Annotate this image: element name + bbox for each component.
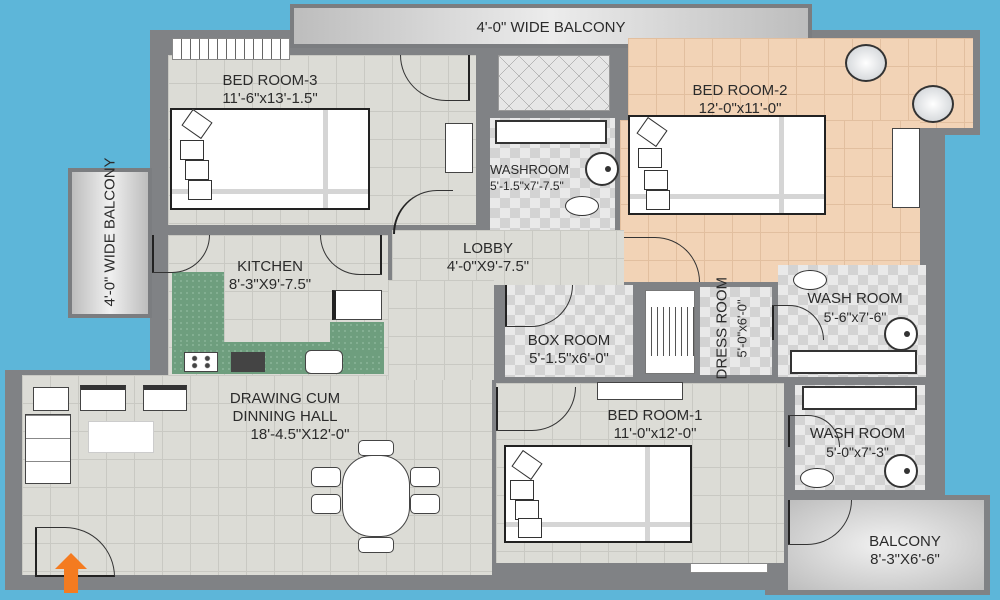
sofa [25,414,71,484]
dress-room-dims: 5'-0"x6'-0" [734,299,750,358]
washroom-top-dims: 5'-1.5"x7'-7.5" [490,179,564,193]
wash-room-2-label: WASH ROOM 5'-0"x7'-3" [790,425,925,461]
dress-room-floor [700,287,772,375]
bedroom3-window [172,38,290,60]
wash-room-2-dims: 5'-0"x7'-3" [826,444,889,460]
armchair [143,385,187,411]
pillow [180,140,204,160]
wash-room-1-dims: 5'-6"x7'-6" [823,309,887,325]
lobby-name: LOBBY [462,240,514,257]
dining-chair [358,537,394,553]
bedroom1-label: BED ROOM-1 11'-0"x12'-0" [580,407,730,443]
bedroom2-dims: 12'-0"x11'-0" [698,100,782,117]
wash-room-1-label: WASH ROOM 5'-6"x7'-6" [785,290,925,326]
kitchen-dims: 8'-3"X9'-7.5" [228,276,312,293]
hall-connector [388,280,494,380]
bedroom3-wardrobe [445,123,473,173]
pillow [185,160,209,180]
coffee-table [88,421,154,453]
oven [231,352,265,372]
pillow [644,170,668,190]
washroom-top-name: WASHROOM [490,162,569,177]
drawing-hall-dims: 18'-4.5"X12'-0" [250,426,350,443]
dining-table [342,455,410,537]
bedroom1-dims: 11'-0"x12'-0" [613,425,697,442]
bedroom1-tv-unit [597,382,683,400]
bedroom1-name: BED ROOM-1 [607,407,703,424]
lobby-dims: 4'-0"X9'-7.5" [446,258,530,275]
entry-arrow-icon [55,553,87,593]
box-room-label: BOX ROOM 5'-1.5"x6'-0" [505,332,633,368]
dining-chair [358,440,394,456]
pillow [638,148,662,168]
kitchen-counter-right [330,322,384,352]
wash-room-1-wc [793,270,827,290]
drawing-hall-name-2: DINNING HALL [232,408,338,425]
wash-room-2-basin [884,454,918,488]
dining-chair [311,494,341,514]
bedroom1-window [690,563,768,573]
round-chair [912,85,954,123]
wash-room-2-name: WASH ROOM [809,425,906,442]
washroom-top-basin [585,152,619,186]
lobby-label: LOBBY 4'-0"X9'-7.5" [408,240,568,276]
washroom-top-wc [565,196,599,216]
left-balcony-label: 4'-0" WIDE BALCONY [101,157,119,307]
bedroom2-label: BED ROOM-2 12'-0"x11'-0" [660,82,820,118]
pillow [515,500,539,520]
dining-chair [410,494,440,514]
kitchen-sink [305,350,343,374]
drawing-hall-name-1: DRAWING CUM [229,390,341,407]
balcony-br-label: BALCONY 8'-3"X6'-6" [830,533,980,569]
balcony-br-dims: 8'-3"X6'-6" [870,551,940,568]
bedroom2-wardrobe [892,128,920,208]
kitchen-name: KITCHEN [237,258,303,275]
armchair [80,385,126,411]
round-chair [845,44,887,82]
pillow [518,518,542,538]
box-room-dims: 5'-1.5"x6'-0" [529,350,609,367]
left-balcony [68,168,152,318]
wash-room-1-name: WASH ROOM [807,290,903,307]
bedroom2-name: BED ROOM-2 [692,82,788,99]
balcony-br-name: BALCONY [869,533,941,550]
washroom-top-label: WASHROOM 5'-1.5"x7'-7.5" [490,162,590,194]
top-balcony-label: 4'-0" WIDE BALCONY [476,19,626,36]
kitchen-label: KITCHEN 8'-3"X9'-7.5" [200,258,340,294]
armchair [33,387,69,411]
shaft [498,55,610,111]
lobby-floor [392,230,624,285]
pillow [188,180,212,200]
dining-chair [311,467,341,487]
refrigerator [332,290,382,320]
dress-room-name: DRESS ROOM [713,276,731,380]
wash-room-1-tub [790,350,917,374]
box-room-name: BOX ROOM [527,332,611,349]
washroom-top-tub [495,120,607,144]
bedroom3-dims: 11'-6"x13'-1.5" [222,90,318,107]
dress-room-wardrobe [645,290,695,374]
bedroom3-name: BED ROOM-3 [222,72,318,89]
dining-chair [410,467,440,487]
drawing-hall-label: DRAWING CUM DINNING HALL 18'-4.5"X12'-0" [195,390,375,444]
pillow [646,190,670,210]
pillow [510,480,534,500]
wash-room-2-wc [800,468,834,488]
wash-room-2-tub [802,386,917,410]
bedroom3-label: BED ROOM-3 11'-6"x13'-1.5" [180,72,360,108]
stove [184,352,218,372]
